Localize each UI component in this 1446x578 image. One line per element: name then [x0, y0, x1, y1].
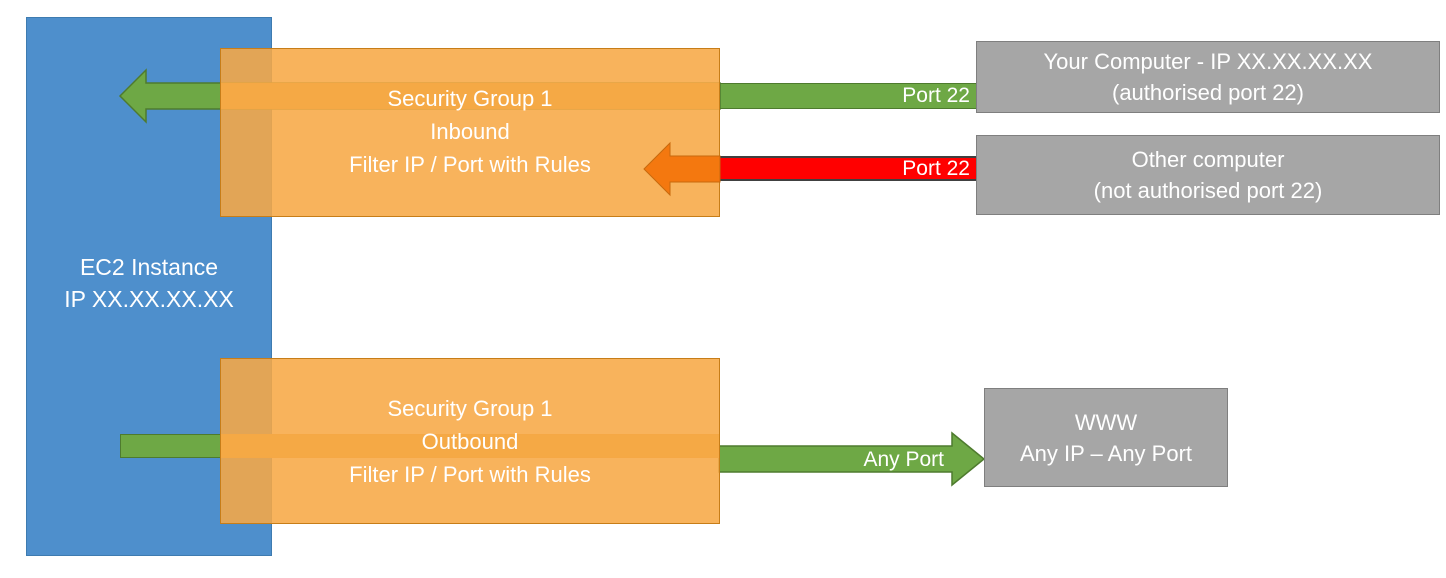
endpoint-your-computer-box: Your Computer - IP XX.XX.XX.XX (authoris…: [976, 41, 1440, 113]
connection-allowed-inbound-band: Port 22: [719, 83, 977, 109]
arrow-left-blocked-inbound-icon: [643, 141, 721, 197]
connection-blocked-inbound-label: Port 22: [902, 156, 970, 180]
endpoint-your-computer-subtitle: (authorised port 22): [1112, 80, 1304, 105]
connection-allowed-inbound-label: Port 22: [902, 84, 970, 107]
endpoint-www-title: WWW: [1074, 409, 1138, 435]
endpoint-other-computer-title: Other computer: [1131, 147, 1285, 172]
endpoint-other-computer-subtitle: (not authorised port 22): [1093, 178, 1323, 203]
endpoint-your-computer-title: Your Computer - IP XX.XX.XX.XX: [1043, 49, 1373, 74]
connection-blocked-inbound-band: Port 22: [718, 156, 977, 181]
endpoint-www-subtitle: Any IP – Any Port: [1019, 440, 1193, 466]
endpoint-other-computer-box: Other computer (not authorised port 22): [976, 135, 1440, 215]
security-group-inbound-box: [220, 48, 720, 217]
endpoint-www-box: WWW Any IP – Any Port: [984, 388, 1228, 487]
arrow-right-allowed-outbound-icon: Any Port: [718, 431, 986, 487]
connection-allowed-outbound-label: Any Port: [863, 448, 944, 471]
security-group-outbound-box: [220, 358, 720, 524]
